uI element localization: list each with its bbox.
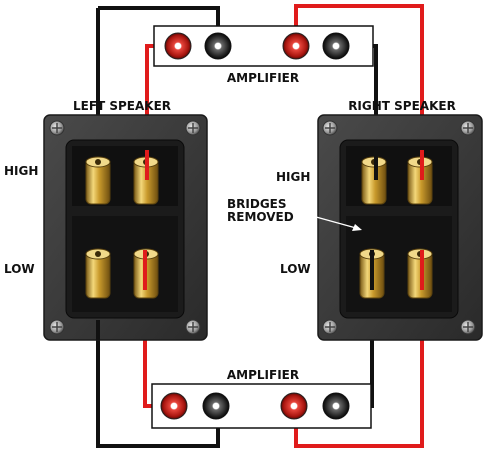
left-speaker-label: LEFT SPEAKER: [73, 99, 171, 113]
right-high-label: HIGH: [276, 170, 310, 184]
terminal-red-icon: [164, 32, 192, 60]
bridges-removed-label-line1: BRIDGES: [227, 197, 287, 211]
gold-post-icon: [85, 156, 111, 205]
amplifier-bottom-label: AMPLIFIER: [227, 368, 299, 382]
wire-top-right-red: [294, 4, 424, 175]
right-low-label: LOW: [280, 262, 311, 276]
terminal-black-icon: [322, 392, 350, 420]
left-high-label: HIGH: [4, 164, 38, 178]
annotation-arrow-icon: [297, 211, 362, 231]
terminal-red-icon: [160, 392, 188, 420]
left-low-label: LOW: [4, 262, 35, 276]
bridges-removed-label-line2: REMOVED: [227, 210, 294, 224]
terminal-red-icon: [282, 32, 310, 60]
right-speaker-terminal-plate: [317, 114, 483, 341]
terminal-black-icon: [204, 32, 232, 60]
amplifier-top: [153, 25, 374, 67]
right-speaker-label: RIGHT SPEAKER: [348, 99, 456, 113]
gold-post-icon: [85, 248, 111, 299]
terminal-red-icon: [280, 392, 308, 420]
terminal-black-icon: [322, 32, 350, 60]
gold-post-icon: [133, 156, 159, 205]
amplifier-bottom: [151, 383, 372, 429]
left-speaker-terminal-plate: [43, 114, 208, 341]
terminal-black-icon: [202, 392, 230, 420]
amplifier-top-label: AMPLIFIER: [227, 71, 299, 85]
